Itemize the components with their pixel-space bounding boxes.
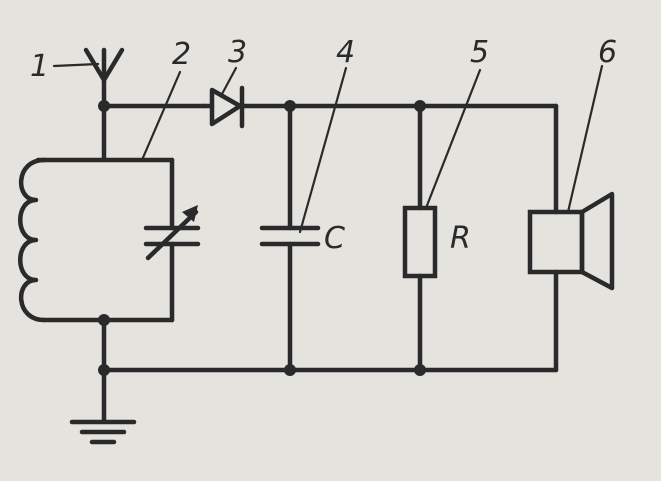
callout-4: 4: [336, 35, 355, 70]
bottom-wire: [101, 269, 559, 373]
capacitor-label: C: [324, 221, 345, 256]
callout-3: 3: [228, 35, 247, 70]
lc-tank-circuit: [18, 103, 201, 373]
leader-lines: [52, 62, 604, 234]
diode-symbol: [202, 85, 245, 129]
callout-1: 1: [30, 49, 49, 84]
junction-dots: [98, 100, 426, 376]
callout-5: 5: [470, 35, 489, 70]
inductor-coil: [18, 157, 47, 323]
ground-symbol: [69, 367, 137, 445]
resistor-label: R: [450, 221, 471, 256]
callout-2: 2: [172, 37, 191, 72]
variable-capacitor-symbol: [143, 205, 201, 261]
antenna-symbol: [83, 47, 125, 109]
capacitor-symbol: [259, 103, 321, 373]
resistor-symbol: [402, 103, 438, 373]
callout-6: 6: [598, 35, 617, 70]
speaker-symbol: [527, 191, 615, 291]
